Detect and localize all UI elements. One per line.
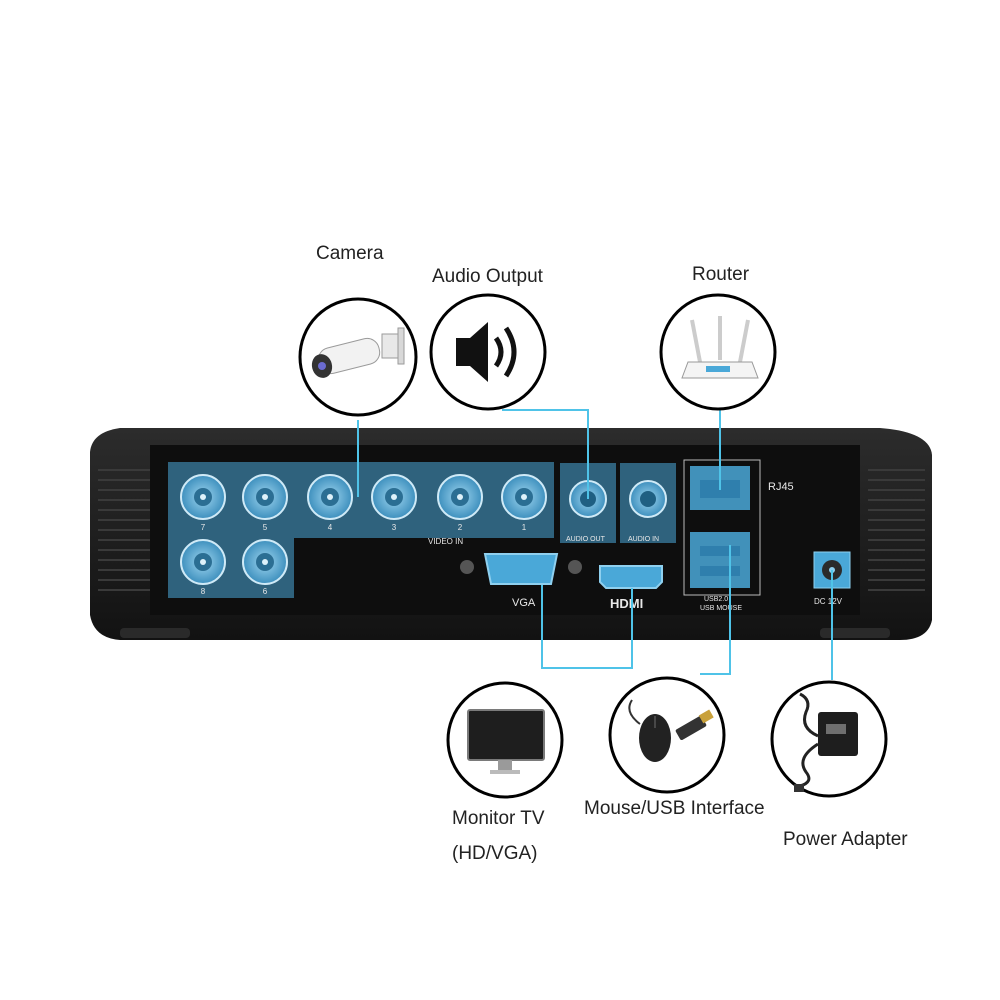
hdmi-label: HDMI: [610, 596, 643, 611]
video-in-label: VIDEO IN: [428, 537, 463, 546]
bnc-connector-1: [501, 474, 547, 520]
speaker-icon: [429, 293, 547, 411]
camera-icon: [298, 297, 418, 417]
bnc-label: 6: [263, 587, 268, 596]
left-vent: [98, 469, 150, 591]
monitor-caption-line2: (HD/VGA): [452, 843, 538, 864]
camera-caption: Camera: [316, 243, 384, 264]
bnc-label: 8: [201, 587, 206, 596]
bnc-label: 4: [328, 523, 333, 532]
bnc-connector-3: [371, 474, 417, 520]
bnc-connector-7: [180, 474, 226, 520]
audio-out-label: AUDIO OUT: [566, 536, 606, 543]
rj45-label: RJ45: [768, 481, 794, 493]
bnc-connector-5: [242, 474, 288, 520]
bnc-label: 7: [201, 523, 206, 532]
vga-port: VGA: [460, 553, 582, 609]
monitor-caption-line1: Monitor TV: [452, 808, 545, 829]
mouse-usb-caption: Mouse/USB Interface: [584, 798, 765, 819]
bnc-connector-4: [307, 474, 353, 520]
right-vent: [868, 469, 925, 591]
vga-label: VGA: [512, 597, 536, 609]
bnc-label: 2: [458, 523, 463, 532]
bnc-connector-6: [242, 539, 288, 585]
wifi-router-icon: [659, 293, 777, 411]
usb-label: USB2.0: [704, 596, 728, 603]
usb-mouse-label: USB MOUSE: [700, 605, 742, 612]
router-caption: Router: [692, 264, 750, 285]
monitor-icon: [446, 681, 564, 799]
audio-in-jack: [629, 480, 667, 518]
video-in-block: 7 5 4 3 2 1 8 6 VIDEO IN: [168, 462, 554, 598]
audio-in-label: AUDIO IN: [628, 536, 659, 543]
connector-lines: [357, 409, 833, 680]
bnc-label: 1: [522, 523, 527, 532]
bnc-connector-8: [180, 539, 226, 585]
power-adapter-caption: Power Adapter: [783, 829, 908, 850]
dc-label: DC 12V: [814, 597, 843, 606]
bnc-label: 5: [263, 523, 268, 532]
bnc-label: 3: [392, 523, 397, 532]
audio-output-caption: Audio Output: [432, 266, 543, 287]
mouse-usb-icon: [608, 676, 726, 794]
hdmi-port: HDMI: [599, 565, 663, 611]
bnc-connector-2: [437, 474, 483, 520]
power-adapter-icon: [770, 680, 888, 798]
